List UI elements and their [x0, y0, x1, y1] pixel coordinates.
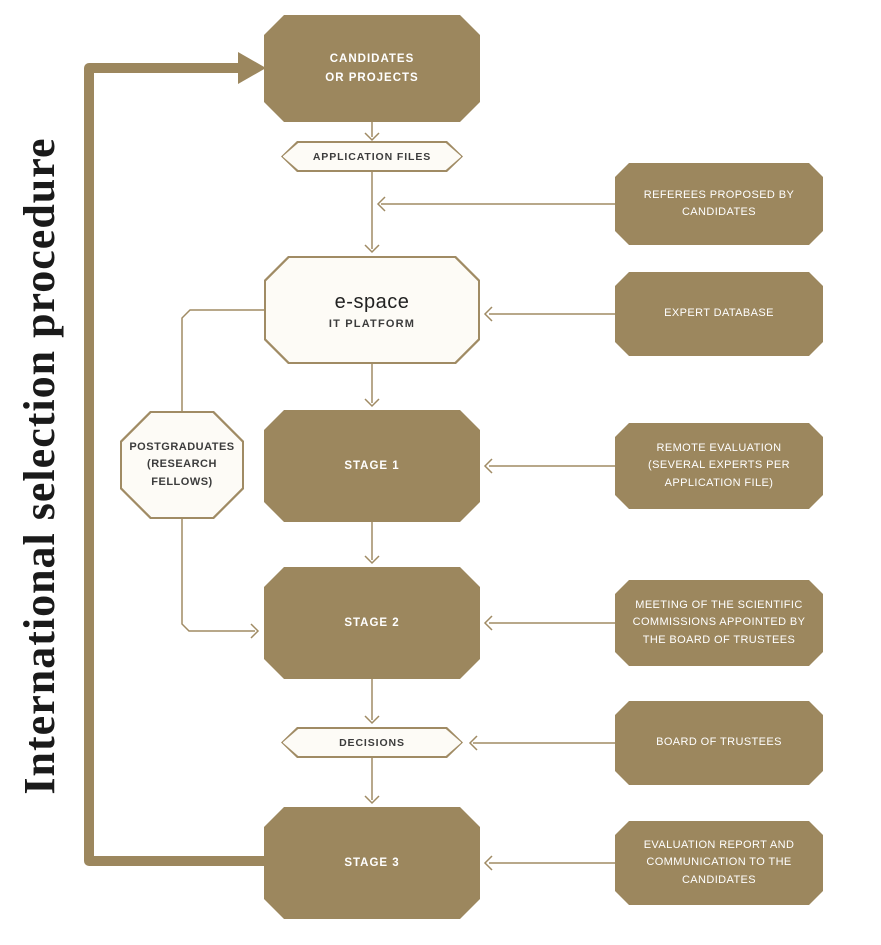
- espace-node: e-space IT PLATFORM: [264, 256, 480, 364]
- stage1-node: STAGE 1: [264, 410, 480, 522]
- branch-espace-to-postgraduates: [181, 309, 264, 411]
- decisions-label: DECISIONS: [339, 736, 405, 749]
- board-of-trustees-node: BOARD OF TRUSTEES: [615, 701, 823, 785]
- meeting-node: MEETING OF THE SCIENTIFIC COMMISSIONS AP…: [615, 580, 823, 666]
- arrowhead-board: [468, 735, 478, 751]
- application-files-fill: [283, 143, 462, 171]
- referees-label: REFEREES PROPOSED BY CANDIDATES: [643, 188, 795, 218]
- referees-node: REFEREES PROPOSED BY CANDIDATES: [615, 163, 823, 245]
- board-of-trustees-label: BOARD OF TRUSTEES: [656, 736, 782, 749]
- feedback-loop-arrowhead: [238, 52, 266, 84]
- arrowhead-to-stage2: [364, 555, 380, 565]
- evaluation-report-label: EVALUATION REPORT AND COMMUNICATION TO T…: [643, 839, 795, 886]
- arrowhead-expert-db: [483, 306, 493, 322]
- arrowhead-to-stage3: [364, 795, 380, 805]
- stage3-node: STAGE 3: [264, 807, 480, 919]
- candidates-node: CANDIDATES OR PROJECTS: [264, 15, 480, 122]
- espace-name: e-space: [334, 290, 410, 313]
- diagram-title: International selection procedure: [15, 137, 64, 795]
- stage2-node: STAGE 2: [264, 567, 480, 679]
- arrowhead-evaluation-report: [483, 855, 493, 871]
- espace-subtitle: IT PLATFORM: [328, 317, 416, 330]
- stage3-label: STAGE 3: [344, 856, 400, 869]
- postgraduates-label: POSTGRADUATES (RESEARCH FELLOWS): [129, 441, 235, 488]
- arrowhead-to-decisions: [364, 715, 380, 725]
- postgraduates-node: POSTGRADUATES (RESEARCH FELLOWS): [120, 411, 244, 519]
- feedback-loop-stage3-to-candidates: [84, 63, 264, 866]
- stage1-label: STAGE 1: [344, 459, 400, 472]
- meeting-label: MEETING OF THE SCIENTIFIC COMMISSIONS AP…: [632, 599, 806, 646]
- expert-database-node: EXPERT DATABASE: [615, 272, 823, 356]
- arrowhead-meeting: [483, 615, 493, 631]
- evaluation-report-node: EVALUATION REPORT AND COMMUNICATION TO T…: [615, 821, 823, 905]
- arrowhead-remote-eval: [483, 458, 493, 474]
- decisions-node: DECISIONS: [281, 727, 463, 758]
- stage2-label: STAGE 2: [344, 616, 400, 629]
- arrowhead-branch-stage2: [250, 623, 260, 639]
- arrowhead-to-espace: [364, 244, 380, 254]
- arrowhead-to-stage1: [364, 398, 380, 408]
- expert-database-label: EXPERT DATABASE: [664, 307, 774, 320]
- application-files-label: APPLICATION FILES: [312, 150, 432, 163]
- application-files-node: APPLICATION FILES: [281, 141, 463, 172]
- arrowhead-referees: [376, 196, 386, 212]
- remote-evaluation-label: REMOTE EVALUATION (SEVERAL EXPERTS PER A…: [648, 442, 790, 489]
- remote-evaluation-node: REMOTE EVALUATION (SEVERAL EXPERTS PER A…: [615, 423, 823, 509]
- decisions-fill: [283, 729, 462, 757]
- candidates-label: CANDIDATES OR PROJECTS: [325, 53, 419, 84]
- postgraduates-fill: [122, 413, 243, 518]
- arrowhead-to-application-files: [364, 132, 380, 142]
- branch-postgraduates-to-stage2: [181, 519, 255, 632]
- espace-fill: [266, 258, 479, 363]
